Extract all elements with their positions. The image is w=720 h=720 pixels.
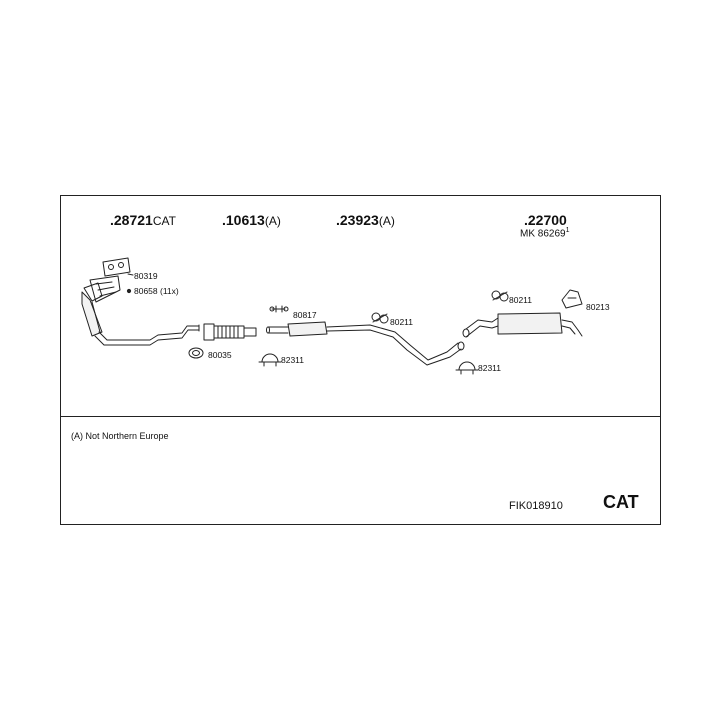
frame-divider <box>60 416 661 417</box>
part-label-80817: 80817 <box>293 310 317 320</box>
group-header-rear-silencer: .22700 <box>524 212 567 228</box>
rubber-hanger-icon <box>371 312 389 324</box>
gasket-ring-icon <box>188 347 204 359</box>
group-number: .22700 <box>524 212 567 228</box>
brand-label: CAT <box>603 492 639 512</box>
rubber-hanger-icon <box>491 290 509 302</box>
manifold-gasket-icon <box>102 257 131 277</box>
clamp-icon <box>258 353 282 367</box>
group-suffix: (A) <box>264 214 281 228</box>
rear-silencer-icon <box>462 312 583 338</box>
mounting-bracket-icon <box>561 289 583 309</box>
kit-number: 86269 <box>537 228 566 240</box>
catalytic-converter-icon <box>81 275 121 337</box>
group-header-catalytic: .28721CAT <box>110 212 176 228</box>
diagram-frame <box>60 195 661 525</box>
leader-line <box>127 273 134 276</box>
middle-silencer-icon <box>266 321 465 366</box>
front-pipe-icon <box>94 324 200 346</box>
group-number: .23923 <box>336 212 379 228</box>
flex-pipe-icon <box>203 323 257 341</box>
group-suffix: (A) <box>378 214 395 228</box>
part-label-82311-front: 82311 <box>281 355 305 365</box>
bolt-set-icon <box>269 305 289 313</box>
stud-nut-icon <box>126 288 132 294</box>
part-label-80213: 80213 <box>586 302 610 312</box>
clamp-icon <box>455 361 479 375</box>
kit-mark: 1 <box>565 227 570 234</box>
part-label-80035: 80035 <box>208 350 232 360</box>
part-label-80211-rear: 80211 <box>509 295 533 305</box>
part-label-80211-middle: 80211 <box>390 317 414 327</box>
group-number: .28721 <box>110 212 153 228</box>
product-code: FIK018910 <box>509 500 563 512</box>
kit-prefix: MK <box>520 228 535 240</box>
gasket-ring-inner <box>192 350 200 356</box>
footnote: (A) Not Northern Europe <box>71 431 169 441</box>
group-header-front-pipe: .10613(A) <box>222 212 281 228</box>
part-label-82311-rear: 82311 <box>478 363 502 373</box>
mounting-kit-header: MK 862691 <box>520 227 570 239</box>
group-number: .10613 <box>222 212 265 228</box>
group-suffix: CAT <box>152 214 176 228</box>
group-header-middle-silencer: .23923(A) <box>336 212 395 228</box>
part-label-80319: 80319 <box>134 271 158 281</box>
part-label-80658: 80658 (11x) <box>134 286 179 296</box>
